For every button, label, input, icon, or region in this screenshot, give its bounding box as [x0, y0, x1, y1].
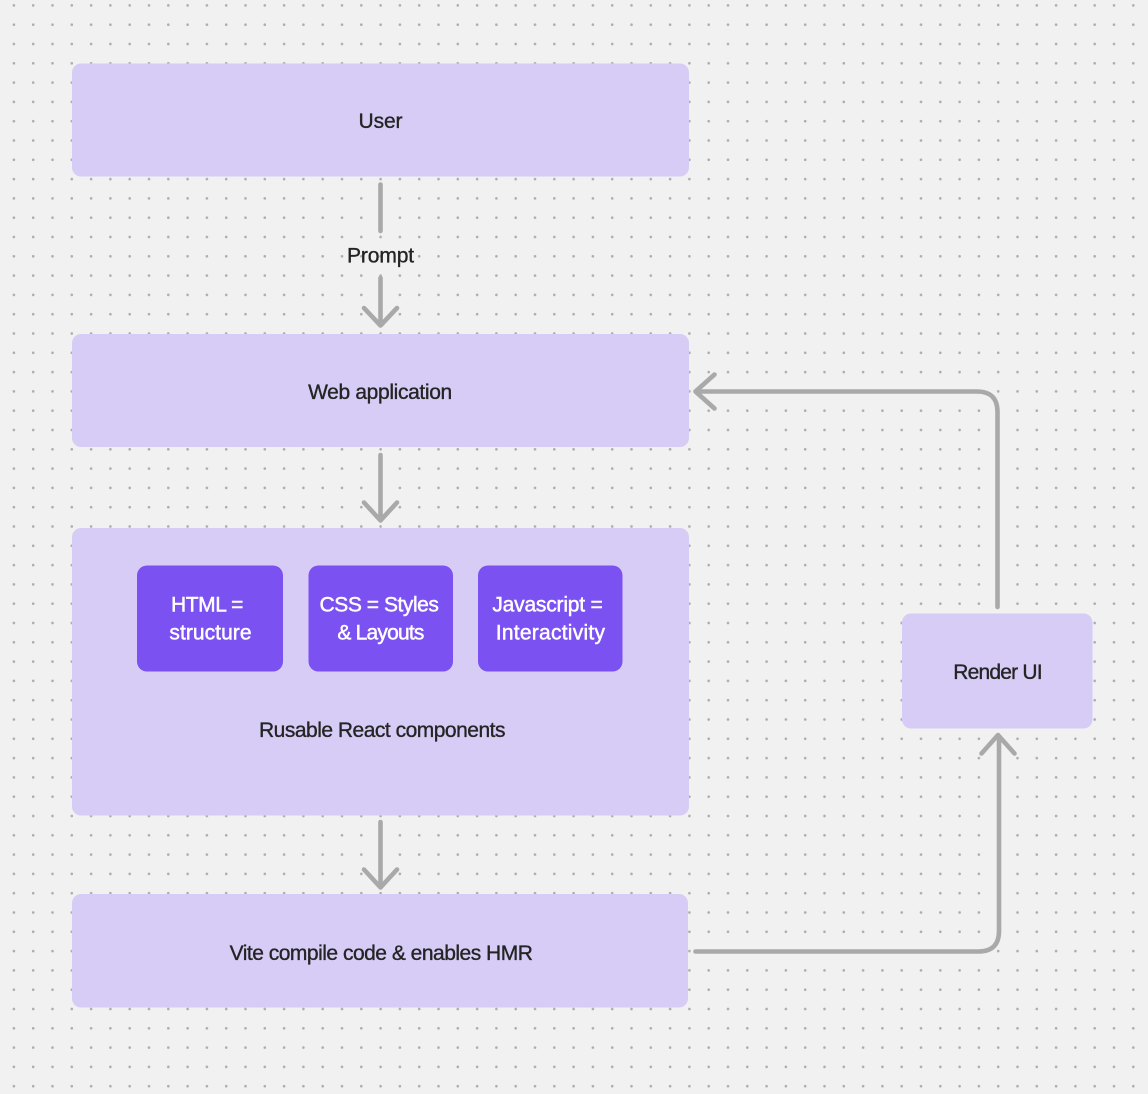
- svg-text:Render UI: Render UI: [953, 661, 1042, 684]
- svg-text:CSS = Styles: CSS = Styles: [320, 593, 439, 616]
- svg-text:Rusable React components: Rusable React components: [259, 719, 505, 742]
- svg-text:structure: structure: [169, 622, 251, 645]
- svg-text:Javascript =: Javascript =: [492, 593, 602, 616]
- svg-text:HTML =: HTML =: [171, 593, 243, 616]
- svg-text:Vite compile code & enables HM: Vite compile code & enables HMR: [230, 942, 533, 965]
- svg-text:User: User: [359, 110, 403, 133]
- svg-text:Web application: Web application: [308, 381, 452, 404]
- svg-text:Interactivity: Interactivity: [496, 622, 606, 645]
- svg-text:Prompt: Prompt: [347, 245, 414, 268]
- svg-text:& Layouts: & Layouts: [337, 622, 423, 645]
